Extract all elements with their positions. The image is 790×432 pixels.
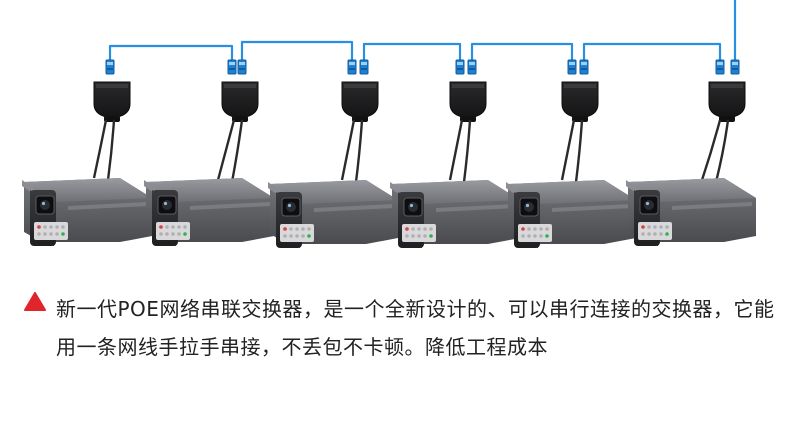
poe-switch-group [92,59,746,183]
bullet-camera-icon [267,179,399,249]
poe-switch-icon [449,81,487,123]
poe-switch-icon [341,81,379,123]
description-text: 新一代POE网络串联交换器，是一个全新设计的、可以串行连接的交换器，它能用一条网… [56,297,775,359]
poe-switch-icon [93,81,131,123]
rj45-connector-icon [567,59,577,75]
camera-row [21,177,757,249]
red-triangle-icon [24,292,46,311]
bullet-camera-icon [389,179,521,249]
poe-switch-icon [221,81,259,123]
rj45-connector-icon [715,59,725,75]
rj45-connector-icon [730,59,740,75]
rj45-connector-icon [455,59,465,75]
rj45-connector-icon [467,59,477,75]
rj45-connector-icon [237,59,247,75]
rj45-connector-icon [105,59,115,75]
rj45-connector-icon [347,59,357,75]
camera-chain-illustration [21,0,757,249]
description-block: 新一代POE网络串联交换器，是一个全新设计的、可以串行连接的交换器，它能用一条网… [24,290,776,366]
poe-switch-icon [708,81,746,123]
bullet-camera-icon [21,177,153,247]
poe-switch-icon [561,81,599,123]
bullet-camera-icon [625,177,757,247]
rj45-connector-icon [579,59,589,75]
bullet-camera-icon [143,177,275,247]
rj45-connector-icon [359,59,369,75]
rj45-connector-icon [227,59,237,75]
bullet-camera-icon [505,179,637,249]
